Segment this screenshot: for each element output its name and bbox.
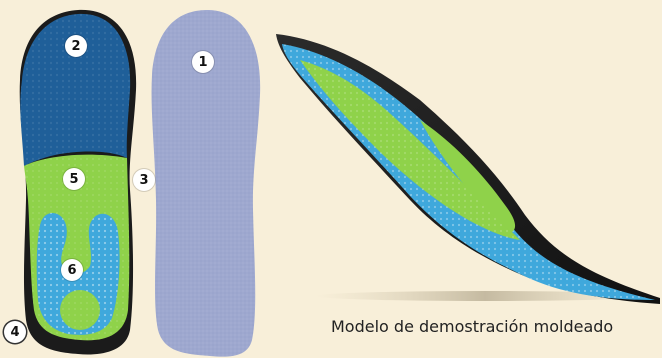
badge-3: 3	[133, 169, 155, 191]
badge-6: 6	[61, 259, 83, 281]
badge-1: 1	[192, 51, 214, 73]
badge-5: 5	[63, 168, 85, 190]
caption: Modelo de demostración moldeado	[331, 317, 613, 336]
insole-side-view	[276, 34, 660, 304]
badge-2: 2	[65, 35, 87, 57]
badge-4: 4	[4, 321, 26, 343]
